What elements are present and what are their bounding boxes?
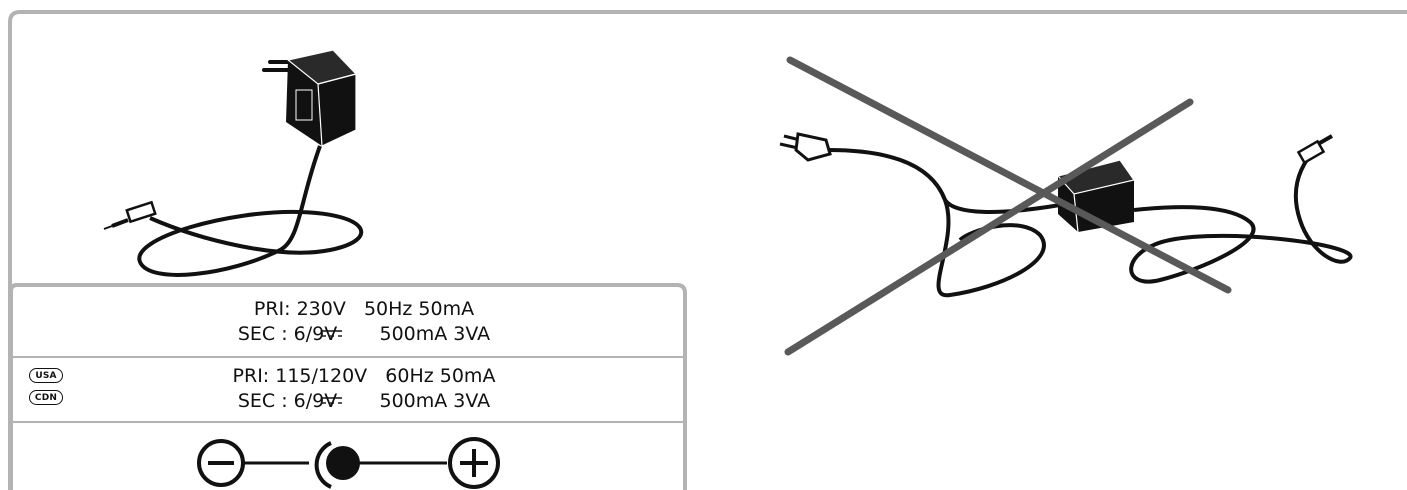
spec-120-secondary: SEC : 6/9V 500mA 3VA <box>237 390 491 412</box>
dc-symbols <box>322 330 342 404</box>
polarity-diagram <box>197 437 500 489</box>
euro-plug-icon <box>779 132 832 162</box>
prohibited-cross-icon <box>784 56 1232 356</box>
cdn-badge: CDN <box>29 390 63 405</box>
specification-panel: PRI: 230V 50Hz 50mA SEC : 6/9V 500mA 3VA… <box>9 283 687 490</box>
center-pin-icon <box>314 441 360 489</box>
spec-230-secondary: SEC : 6/9V 500mA 3VA <box>237 323 491 345</box>
usa-badge: USA <box>29 368 63 383</box>
spec-120-primary: PRI: 115/120V 60Hz 50mA <box>232 365 496 387</box>
dc-connector-right <box>1296 134 1333 165</box>
dc-connector <box>103 200 157 230</box>
spec-230-primary: PRI: 230V 50Hz 50mA <box>253 298 475 320</box>
adapter-cable <box>137 145 364 277</box>
specification-panel-frame <box>9 283 687 490</box>
approved-adapter-illustration <box>103 49 364 277</box>
plus-symbol-icon <box>448 437 500 489</box>
